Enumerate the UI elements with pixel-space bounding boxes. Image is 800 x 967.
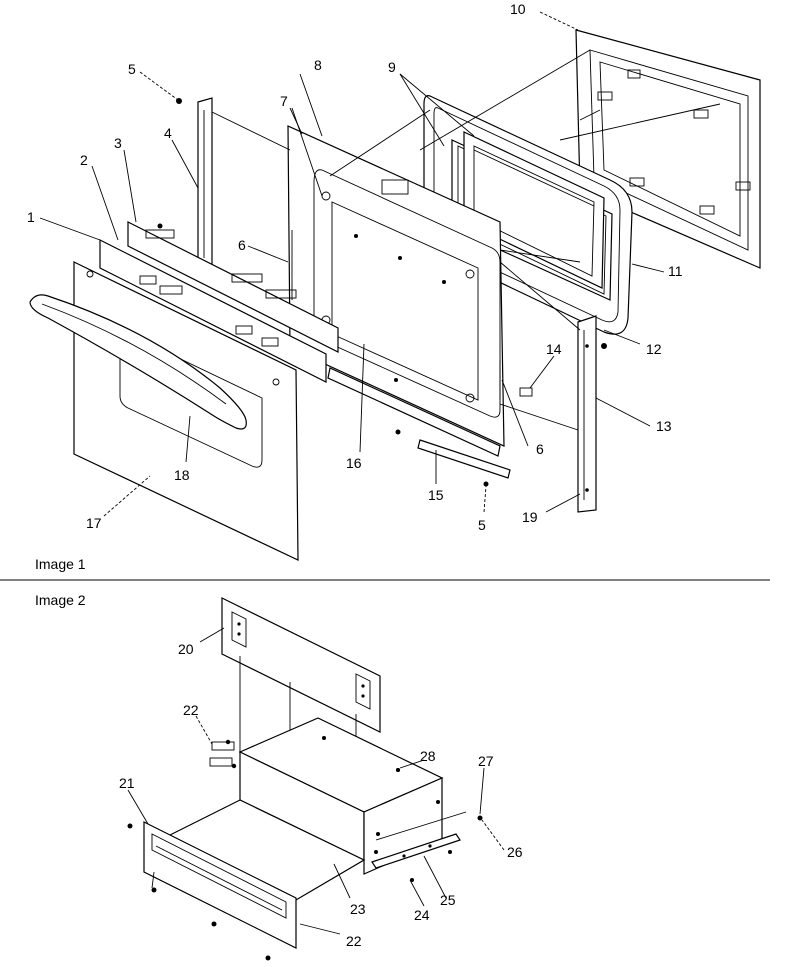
callout-28: 28 [420, 748, 436, 764]
part-door-handle [29, 294, 247, 430]
part-door-side-trim-left [197, 97, 213, 267]
callout-1: 1 [27, 209, 35, 225]
callout-27: 27 [478, 753, 494, 769]
callout-5-bottom: 5 [478, 517, 486, 533]
part-drawer-slide-rail [371, 833, 461, 869]
part-door-glass-assemblies [451, 131, 613, 301]
part-door-bottom-channel [327, 367, 511, 479]
callout-9: 9 [388, 59, 396, 75]
part-drawer-front [143, 821, 297, 949]
callout-7: 7 [280, 93, 288, 109]
drawer-leader-lines [127, 627, 505, 935]
callout-20: 20 [178, 641, 194, 657]
image-1-caption: Image 1 [35, 556, 86, 572]
callout-3: 3 [114, 135, 122, 151]
part-drawer-box [158, 717, 444, 901]
callout-19: 19 [522, 509, 538, 525]
part-door-top-channel [127, 221, 339, 353]
drawer-callouts: 20 22 21 28 27 26 23 24 25 22 [119, 641, 523, 949]
drawer-screws [127, 739, 483, 961]
callout-14: 14 [546, 341, 562, 357]
oven-door-exploded-view: 1 2 3 4 5 8 7 9 10 11 12 13 14 6 6 16 15… [27, 1, 761, 572]
callout-8: 8 [314, 57, 322, 73]
part-inner-door-panel [287, 125, 505, 447]
callout-17: 17 [86, 515, 102, 531]
callout-18: 18 [174, 467, 190, 483]
callout-24: 24 [414, 907, 430, 923]
callout-22-top: 22 [183, 702, 199, 718]
callout-10: 10 [510, 1, 526, 17]
callout-4: 4 [164, 125, 172, 141]
callout-2: 2 [80, 152, 88, 168]
callout-16: 16 [346, 455, 362, 471]
image-2-caption: Image 2 [35, 592, 86, 608]
storage-drawer-exploded-view: Image 2 [35, 592, 523, 961]
callout-5-top: 5 [128, 61, 136, 77]
callout-25: 25 [440, 892, 456, 908]
callout-6-right: 6 [536, 441, 544, 457]
part-door-side-trim-right [577, 315, 597, 513]
door-callouts: 1 2 3 4 5 8 7 9 10 11 12 13 14 6 6 16 15… [27, 1, 683, 533]
callout-15: 15 [428, 487, 444, 503]
door-screws [157, 98, 607, 487]
part-door-vent-baffle [99, 239, 327, 383]
callout-6-left: 6 [238, 237, 246, 253]
callout-23: 23 [350, 901, 366, 917]
callout-12: 12 [646, 341, 662, 357]
callout-22-bottom: 22 [346, 933, 362, 949]
callout-13: 13 [656, 418, 672, 434]
part-drawer-back-panel [221, 597, 381, 733]
callout-21: 21 [119, 775, 135, 791]
door-leader-lines [39, 11, 665, 517]
part-door-back-frame [575, 29, 761, 269]
callout-26: 26 [507, 844, 523, 860]
callout-11: 11 [668, 263, 683, 279]
